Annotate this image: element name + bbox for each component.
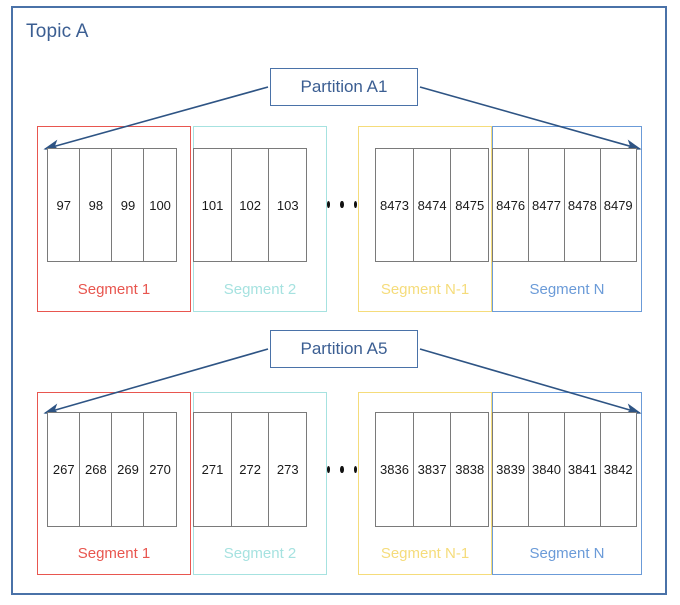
- record-cell[interactable]: 270: [143, 412, 177, 527]
- topic-title: Topic A: [26, 21, 89, 42]
- record-cell[interactable]: 8473: [375, 148, 414, 262]
- segment-label: Segment N-1: [380, 281, 470, 298]
- segment-label: Segment N: [529, 281, 605, 298]
- arrow-a5-left: [43, 348, 269, 415]
- arrow-a1-left: [43, 86, 269, 151]
- record-cell[interactable]: 8474: [412, 148, 452, 262]
- record-cell[interactable]: 97: [47, 148, 81, 262]
- record-cell[interactable]: 3838: [450, 412, 490, 527]
- record-cell[interactable]: 8477: [527, 148, 566, 262]
- segment-box[interactable]: [358, 126, 492, 312]
- record-cell[interactable]: 8476: [492, 148, 530, 262]
- segment-label: Segment 2: [223, 281, 297, 298]
- record-cell[interactable]: 3842: [599, 412, 637, 527]
- record-cell[interactable]: 267: [47, 412, 81, 527]
- record-cell[interactable]: 101: [193, 148, 232, 262]
- segment-box[interactable]: [37, 126, 191, 312]
- partition-label-box[interactable]: Partition A5: [270, 330, 418, 368]
- record-cell[interactable]: 273: [268, 412, 308, 527]
- record-cell[interactable]: 271: [193, 412, 232, 527]
- record-cell[interactable]: 98: [79, 148, 113, 262]
- record-cell[interactable]: 8479: [599, 148, 637, 262]
- record-cell[interactable]: 268: [79, 412, 113, 527]
- record-cell[interactable]: 272: [230, 412, 270, 527]
- arrow-a1-right: [419, 86, 642, 151]
- record-cell[interactable]: 269: [111, 412, 145, 527]
- record-cell[interactable]: 103: [268, 148, 308, 262]
- record-cell[interactable]: 3837: [412, 412, 452, 527]
- segment-label: Segment 2: [223, 545, 297, 562]
- segment-label: Segment N-1: [380, 545, 470, 562]
- segment-label: Segment 1: [77, 545, 151, 562]
- segment-box[interactable]: [358, 392, 492, 575]
- ellipsis-dots: [327, 465, 357, 473]
- segment-label: Segment 1: [77, 281, 151, 298]
- segment-label: Segment N: [529, 545, 605, 562]
- record-cell[interactable]: 3839: [492, 412, 530, 527]
- record-cell[interactable]: 3841: [563, 412, 601, 527]
- record-cell[interactable]: 102: [230, 148, 270, 262]
- ellipsis-dots: [327, 201, 357, 208]
- record-cell[interactable]: 8478: [563, 148, 601, 262]
- record-cell[interactable]: 99: [111, 148, 145, 262]
- record-cell[interactable]: 100: [143, 148, 177, 262]
- record-cell[interactable]: 3840: [527, 412, 566, 527]
- record-cell[interactable]: 8475: [450, 148, 490, 262]
- arrow-a5-right: [419, 348, 642, 415]
- partition-label-box[interactable]: Partition A1: [270, 68, 418, 106]
- record-cell[interactable]: 3836: [375, 412, 414, 527]
